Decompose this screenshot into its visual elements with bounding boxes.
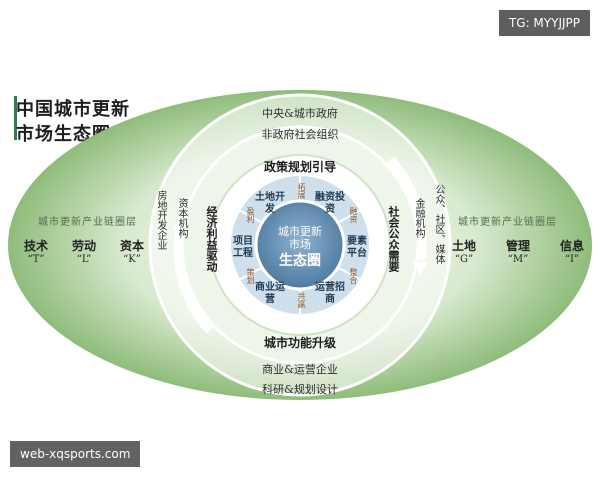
- right-side-heading: 城市更新产业链圈层: [458, 217, 557, 228]
- title-line-1: 中国城市更新: [16, 99, 130, 120]
- outer-right-1: 公众、社区、媒体: [433, 184, 444, 264]
- right-side-items: 土地 “G” 管理 “M” 信息 “I”: [452, 237, 584, 265]
- segment-operation: 运营招商: [315, 282, 345, 305]
- cycle-arrow-left: [173, 229, 214, 334]
- outer-left-1: 房地开发企业: [155, 190, 166, 250]
- left-side-heading: 城市更新产业链圈层: [38, 217, 137, 228]
- segment-investment: 融资投资: [315, 192, 345, 215]
- segment-commerce: 商业运营: [255, 282, 285, 305]
- right-item-management: 管理 “M”: [505, 239, 530, 265]
- outer-right-2: 金融机构: [413, 198, 424, 238]
- inner-label-finance: 融资: [349, 207, 358, 223]
- watermark-bottom: web-xqsports.com: [10, 441, 141, 467]
- center-core: [254, 199, 346, 291]
- outer-bottom-2: 科研&规划设计: [262, 383, 338, 396]
- watermark-top: TG: MYYJJPP: [498, 10, 590, 36]
- outer-left-2: 资本机构: [176, 198, 187, 238]
- center-line-3: 生态圈: [279, 253, 321, 269]
- outer-top-1: 中央&城市政府: [262, 107, 338, 120]
- center-line-2: 市场: [289, 238, 311, 251]
- middle-left: 经济利益驱动: [205, 206, 218, 272]
- inner-label-winwin: 共赢: [297, 292, 306, 308]
- segment-project: 项目工程: [233, 236, 253, 259]
- left-item-tech: 技术 “T”: [24, 239, 49, 265]
- inner-ring-dividers: [238, 175, 362, 315]
- cycle-arrowhead-right: [413, 262, 428, 276]
- cycle-arrow-right: [386, 156, 427, 261]
- cycle-arrowhead-left: [173, 216, 188, 230]
- outer-bottom-1: 商业&运营企业: [262, 363, 338, 376]
- outer-top-2: 非政府社会组织: [261, 128, 339, 141]
- middle-right: 社会公众需要: [387, 206, 400, 272]
- left-item-capital: 资本 “K”: [119, 239, 144, 265]
- inner-label-integrate: 整合: [349, 268, 358, 284]
- right-item-land: 土地 “G”: [452, 239, 477, 265]
- middle-top: 政策规划引导: [263, 160, 336, 174]
- left-side-items: 技术 “T” 劳动 “L” 资本 “K”: [24, 237, 144, 265]
- inner-label-expand: 拓展: [297, 183, 306, 199]
- left-item-labor: 劳动 “L”: [71, 239, 96, 265]
- right-item-information: 信息 “I”: [559, 239, 584, 265]
- inner-label-profit: 盈利: [246, 207, 255, 223]
- inner-label-plan: 策划: [246, 268, 255, 284]
- segment-land-dev: 土地开发: [255, 192, 285, 215]
- center-line-1: 城市更新: [278, 225, 322, 238]
- middle-bottom: 城市功能升级: [263, 336, 336, 350]
- segment-platform: 要素平台: [347, 236, 367, 259]
- title-accent-bar: [14, 96, 17, 140]
